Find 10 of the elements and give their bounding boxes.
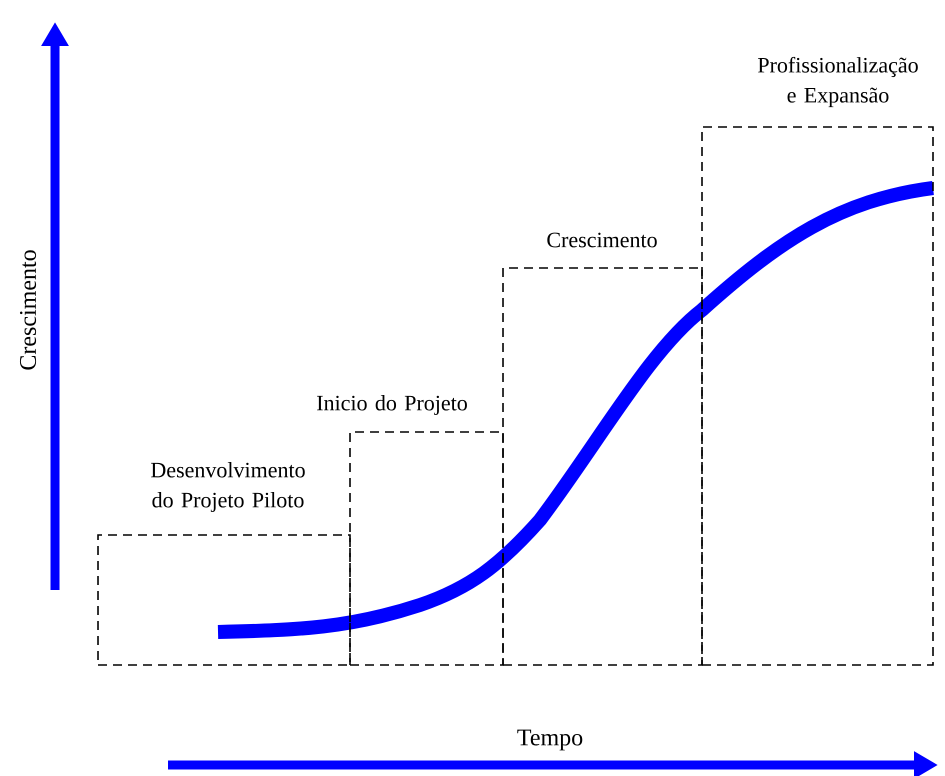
dashed-stage-box: [701, 126, 934, 666]
stage-heading: Crescimento: [547, 232, 657, 248]
dashed-stage-box: [349, 431, 504, 666]
stage-heading: Inicio do Projeto: [317, 395, 467, 415]
stage-heading: Desenvolvimento do Projeto Piloto: [151, 462, 305, 512]
stage-heading: Profissionalização e Expansão: [758, 56, 918, 108]
axis-label: Crescimento: [20, 250, 36, 370]
axis-label: Tempo: [517, 730, 582, 750]
dashed-stage-box: [502, 267, 703, 666]
dashed-stage-box: [97, 534, 351, 666]
